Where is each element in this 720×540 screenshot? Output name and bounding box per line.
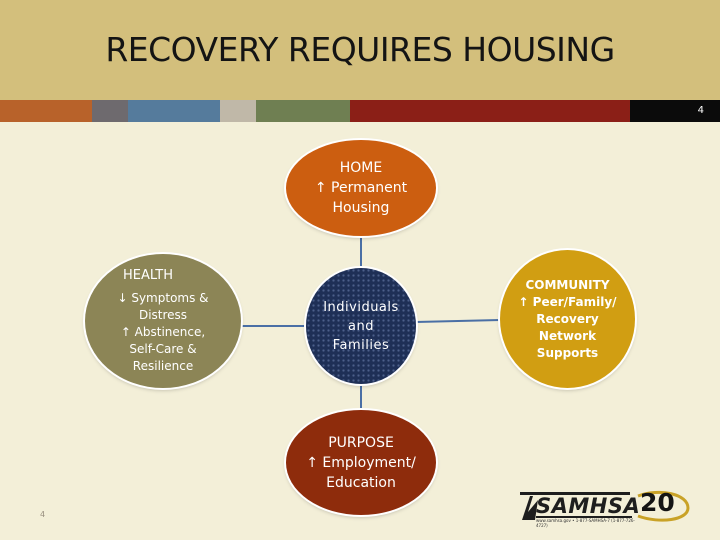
health-heading: HEALTH <box>122 268 174 283</box>
center-line-2: and <box>348 318 374 334</box>
health-line-3: ↑ Abstinence, <box>120 325 206 339</box>
logo-caption: www.samhsa.gov • 1-877-SAMHSA-7 (1-877-7… <box>536 518 635 528</box>
title-band <box>0 0 720 100</box>
slide-title: RECOVERY REQUIRES HOUSING <box>105 30 615 69</box>
purpose-node: PURPOSE ↑ Employment/ Education <box>286 410 436 515</box>
center-line-1: Individuals <box>323 299 399 315</box>
stripe-segment-1 <box>0 100 92 122</box>
home-line-2: ↑ Permanent <box>314 180 408 196</box>
stripe-segment-2 <box>92 100 128 122</box>
home-line-3: Housing <box>332 200 390 216</box>
community-line-4: Network <box>538 328 597 343</box>
stripe-segment-3 <box>128 100 220 122</box>
center-line-3: Families <box>332 337 390 353</box>
samhsa-logo-icon <box>520 490 690 522</box>
footer-page-number: 4 <box>40 510 46 519</box>
purpose-line-2: ↑ Employment/ <box>306 454 416 471</box>
slide-number: 4 <box>630 100 720 122</box>
health-node: HEALTH ↓ Symptoms & Distress ↑ Abstinenc… <box>85 254 241 388</box>
stripe-segment-4 <box>220 100 256 122</box>
stripe-segment-6 <box>350 100 630 122</box>
stripe-segment-5 <box>256 100 350 122</box>
community-line-3: Recovery <box>536 311 599 326</box>
home-line-1: HOME <box>339 160 383 176</box>
community-node: COMMUNITY ↑ Peer/Family/ Recovery Networ… <box>500 250 635 388</box>
health-line-4: Self-Care & <box>129 342 197 356</box>
health-line-1: ↓ Symptoms & <box>117 291 209 305</box>
health-line-2: Distress <box>138 308 188 322</box>
logo-wordmark: SAMHSA <box>536 494 641 518</box>
logo-anniversary: 20 <box>640 488 675 517</box>
community-line-2: ↑ Peer/Family/ <box>518 294 617 309</box>
health-line-5: Resilience <box>132 359 194 373</box>
individuals-families-node: Individuals and Families <box>306 268 416 384</box>
community-line-1: COMMUNITY <box>525 277 610 292</box>
connector-right <box>415 319 501 323</box>
purpose-line-3: Education <box>326 474 396 491</box>
community-line-5: Supports <box>536 345 599 360</box>
purpose-line-1: PURPOSE <box>328 434 394 451</box>
home-node: HOME ↑ Permanent Housing <box>286 140 436 236</box>
